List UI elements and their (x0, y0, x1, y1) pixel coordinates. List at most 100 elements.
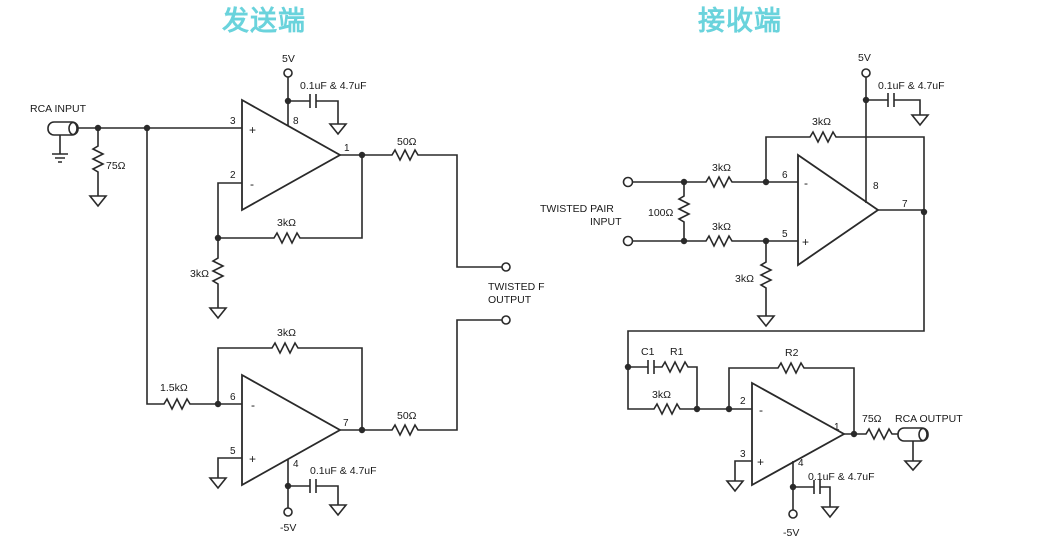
resistor-label: 3kΩ (812, 116, 831, 128)
title-receiver: 接收端 (698, 6, 782, 37)
interstage-wire (627, 212, 925, 367)
opamp-u2-minus: - (251, 398, 255, 412)
cap-label-bottom: 0.1uF & 4.7uF (808, 471, 875, 483)
pin-label: 3 (740, 449, 746, 460)
output-terminal-icon (501, 315, 511, 325)
r1-label: R1 (670, 346, 684, 358)
opamp-u4-minus: - (759, 403, 763, 417)
c1-r1-series (628, 360, 698, 409)
resistor-label: 3kΩ (190, 268, 209, 280)
transmitter-circuit: RCA INPUT 75Ω + - 3 2 8 1 5V 0.1uF & 4.7… (30, 53, 545, 534)
twisted-output-label-2: OUTPUT (488, 294, 532, 306)
resistor-label: 3kΩ (277, 217, 296, 229)
pin-label: 8 (873, 181, 879, 192)
resistor-r2-feedback (728, 361, 855, 434)
pin-label: 6 (230, 392, 236, 403)
cap-label-bottom: 0.1uF & 4.7uF (310, 465, 377, 477)
resistor-1k5-input (146, 128, 242, 411)
opamp-u1-minus: - (250, 177, 254, 191)
supply-terminal-icon (283, 68, 293, 78)
opamp-u2-plus: + (249, 452, 256, 466)
pin-label: 6 (782, 170, 788, 181)
resistor-3k-feedback-bottom (217, 341, 363, 430)
resistor-label: 1.5kΩ (160, 382, 188, 394)
resistor-label: 50Ω (397, 136, 417, 148)
resistor-3k-parallel (627, 367, 752, 416)
resistor-100-termination (677, 182, 691, 241)
ground-icon (208, 307, 228, 320)
capacitor-icon (288, 94, 348, 136)
pin-label: 7 (343, 418, 349, 429)
capacitor-icon (793, 480, 840, 519)
opamp-u1 (241, 98, 342, 212)
resistor-label: 75Ω (862, 413, 882, 425)
resistor-label: 3kΩ (277, 327, 296, 339)
ground-icon (208, 457, 242, 490)
title-transmitter: 发送端 (221, 5, 306, 37)
twisted-pair-label-1: TWISTED PAIR (540, 203, 614, 215)
cap-label-top: 0.1uF & 4.7uF (878, 80, 945, 92)
supply-terminal-icon (861, 68, 871, 78)
resistor-label: 50Ω (397, 410, 417, 422)
supply-terminal-icon (788, 509, 798, 519)
pin-label: 2 (740, 396, 746, 407)
opamp-u2 (241, 373, 342, 487)
supply-terminal-icon (283, 507, 293, 517)
opamp-u3 (797, 153, 880, 267)
supply-neg5v-label: -5V (280, 522, 296, 534)
output-terminal-icon (501, 262, 511, 272)
rca-output-connector-icon (897, 427, 929, 472)
supply-5v-label: 5V (858, 52, 871, 64)
input-terminal-icon (622, 176, 634, 188)
r2-label: R2 (785, 347, 799, 359)
twisted-output-label-1: TWISTED F (488, 281, 545, 293)
rca-input-connector-icon (47, 121, 79, 163)
resistor-3k-feedback-top (218, 155, 363, 245)
pin-label: 1 (344, 143, 350, 154)
pin-label: 8 (293, 116, 299, 127)
resistor-75-label: 75Ω (106, 160, 126, 172)
rca-input-label: RCA INPUT (30, 103, 87, 115)
cap-label-top: 0.1uF & 4.7uF (300, 80, 367, 92)
resistor-3k-ground (759, 241, 773, 316)
pin-label: 4 (798, 458, 804, 469)
resistor-label: 3kΩ (735, 273, 754, 285)
supply-5v-label: 5V (282, 53, 295, 65)
resistor-label: 100Ω (648, 207, 674, 219)
pin-label: 4 (293, 459, 299, 470)
capacitor-icon (288, 479, 348, 517)
resistor-50-top (340, 148, 502, 268)
input-terminal-icon (622, 235, 634, 247)
capacitor-icon (866, 93, 930, 127)
pin-label: 1 (834, 422, 840, 433)
pin-label: 2 (230, 170, 236, 181)
pin-label: 3 (230, 116, 236, 127)
ground-icon (725, 460, 752, 493)
ground-icon (88, 195, 108, 208)
resistor-label: 3kΩ (712, 162, 731, 174)
resistor-label: 3kΩ (712, 221, 731, 233)
ground-icon (756, 315, 776, 328)
rca-output-label: RCA OUTPUT (895, 413, 963, 425)
resistor-3k-ground-top (211, 238, 225, 308)
opamp-u4-plus: + (757, 455, 764, 469)
resistor-label: 3kΩ (652, 389, 671, 401)
resistor-3k-input-top (632, 175, 798, 189)
twisted-pair-label-2: INPUT (590, 216, 622, 228)
pin-label: 7 (902, 199, 908, 210)
pin-label: 5 (782, 229, 788, 240)
opamp-u3-plus: + (802, 235, 809, 249)
supply-neg5v-label: -5V (783, 527, 799, 539)
receiver-circuit: TWISTED PAIR INPUT 3kΩ 3kΩ 100Ω - + 6 5 … (540, 52, 963, 539)
resistor-75-termination (91, 128, 105, 196)
pin-label: 5 (230, 446, 236, 457)
resistor-3k-input-bottom (632, 234, 798, 248)
c1-label: C1 (641, 346, 655, 358)
resistor-75-output (844, 427, 898, 441)
opamp-u1-plus: + (249, 123, 256, 137)
opamp-u3-minus: - (804, 176, 808, 190)
resistor-50-bottom (340, 319, 502, 437)
opamp-u4 (751, 381, 846, 487)
